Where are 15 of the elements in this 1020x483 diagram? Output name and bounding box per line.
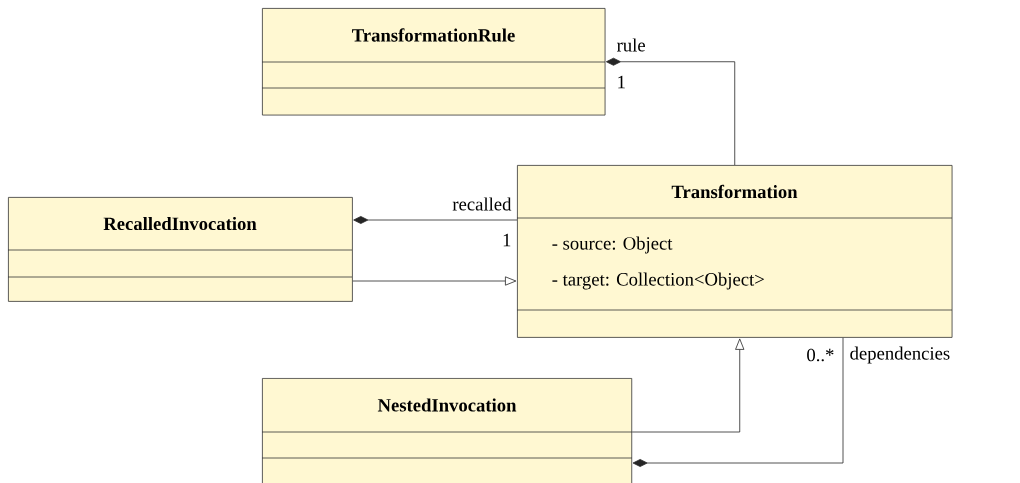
role-label: recalled	[451, 196, 513, 212]
inheritance-arrow	[352, 276, 517, 286]
role-label: rule	[615, 37, 647, 53]
class-box: RecalledInvocation	[7, 197, 353, 302]
inheritance-arrow	[631, 338, 745, 433]
multiplicity-label: 1	[615, 74, 628, 90]
class-box: Transformation - source: Object - target: Collection<Object>	[516, 165, 953, 338]
multiplicity-label: 1	[500, 232, 513, 248]
composition-connector	[632, 337, 844, 467]
class-box: NestedInvocation	[261, 378, 633, 483]
composition-connector	[605, 57, 736, 166]
role-label: dependencies	[848, 345, 952, 365]
composition-connector	[353, 216, 518, 224]
class-box: TransformationRule	[261, 8, 606, 116]
multiplicity-label: 0..*	[805, 347, 836, 363]
